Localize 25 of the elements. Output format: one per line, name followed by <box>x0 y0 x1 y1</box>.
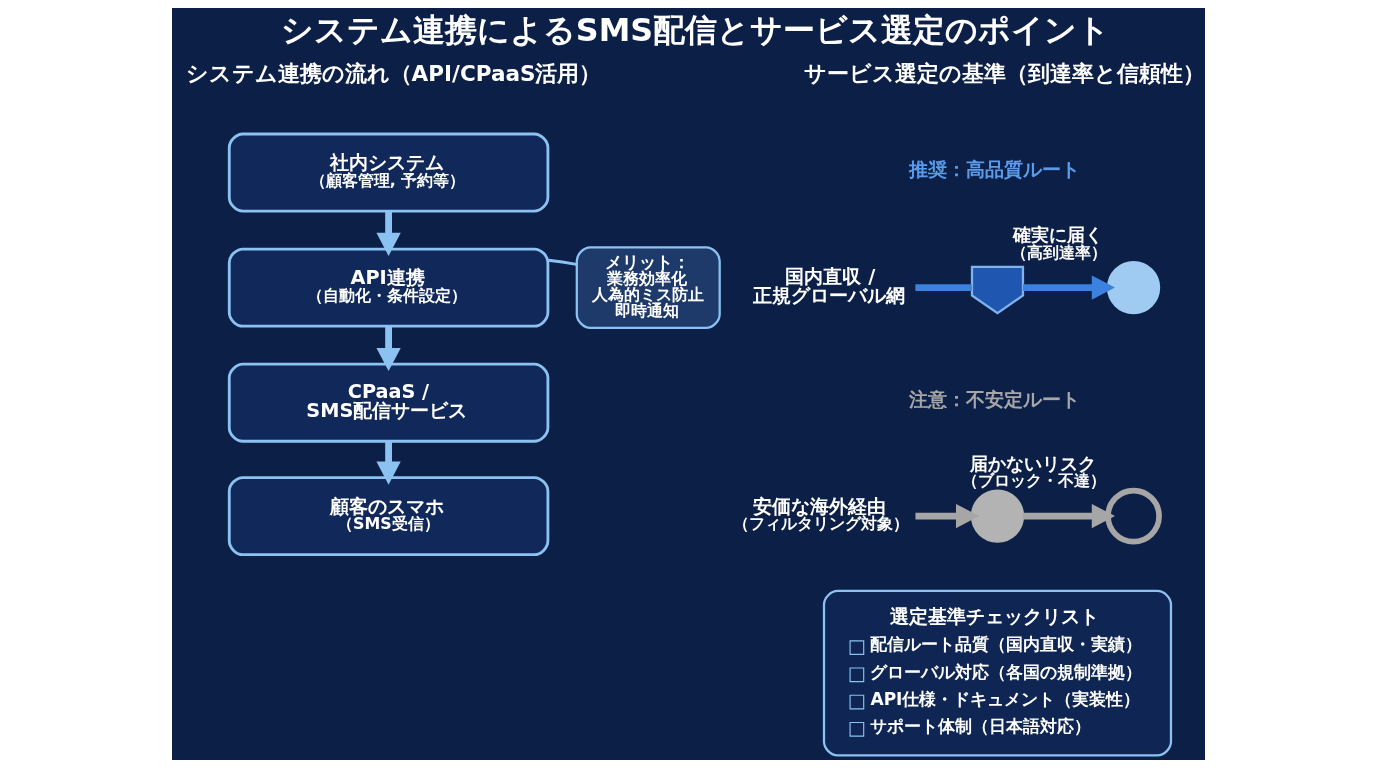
node-circle <box>970 489 1024 543</box>
label: サービス選定の基準（到達率と信頼性） <box>803 61 1205 87</box>
node-circle <box>1104 487 1162 545</box>
node-box: 社内システム （顧客管理, 予約等） <box>227 132 549 213</box>
node-box: 選定基準チェックリスト 配信ルート品質（国内直収・実績） グローバル対応（各国の規制準拠） API仕様・ドキュメント（実装性） サポート体制（日本語対応） <box>822 589 1172 757</box>
node-box: メリット： 業務効率化 人為的ミス防止 即時通知 <box>575 246 721 329</box>
arrow <box>375 441 401 485</box>
arrow <box>375 211 401 256</box>
node-shield <box>970 265 1024 315</box>
connector <box>914 284 972 291</box>
node-box: API連携 （自動化・条件設定） <box>227 247 549 328</box>
label: 注意：不安定ルート <box>908 388 1080 412</box>
label: システム連携の流れ（API/CPaaS活用） <box>185 61 601 87</box>
arrow <box>375 326 401 372</box>
node-text: 安価な海外経由 （フィルタリング対象） <box>732 494 909 534</box>
arrow <box>1022 503 1115 529</box>
node-text: 国内直収 / 正規グローバル網 <box>752 264 905 307</box>
node-circle <box>1106 260 1160 315</box>
arrow <box>1022 275 1115 300</box>
label: 推奨：高品質ルート <box>908 158 1080 182</box>
node-box: 顧客のスマホ （SMS受信） <box>227 476 549 557</box>
diagram-title: システム連携によるSMS配信とサービス選定のポイント <box>280 12 1110 49</box>
connector <box>547 258 577 266</box>
arrow <box>914 503 979 529</box>
node-box: CPaaS / SMS配信サービス <box>227 362 549 443</box>
